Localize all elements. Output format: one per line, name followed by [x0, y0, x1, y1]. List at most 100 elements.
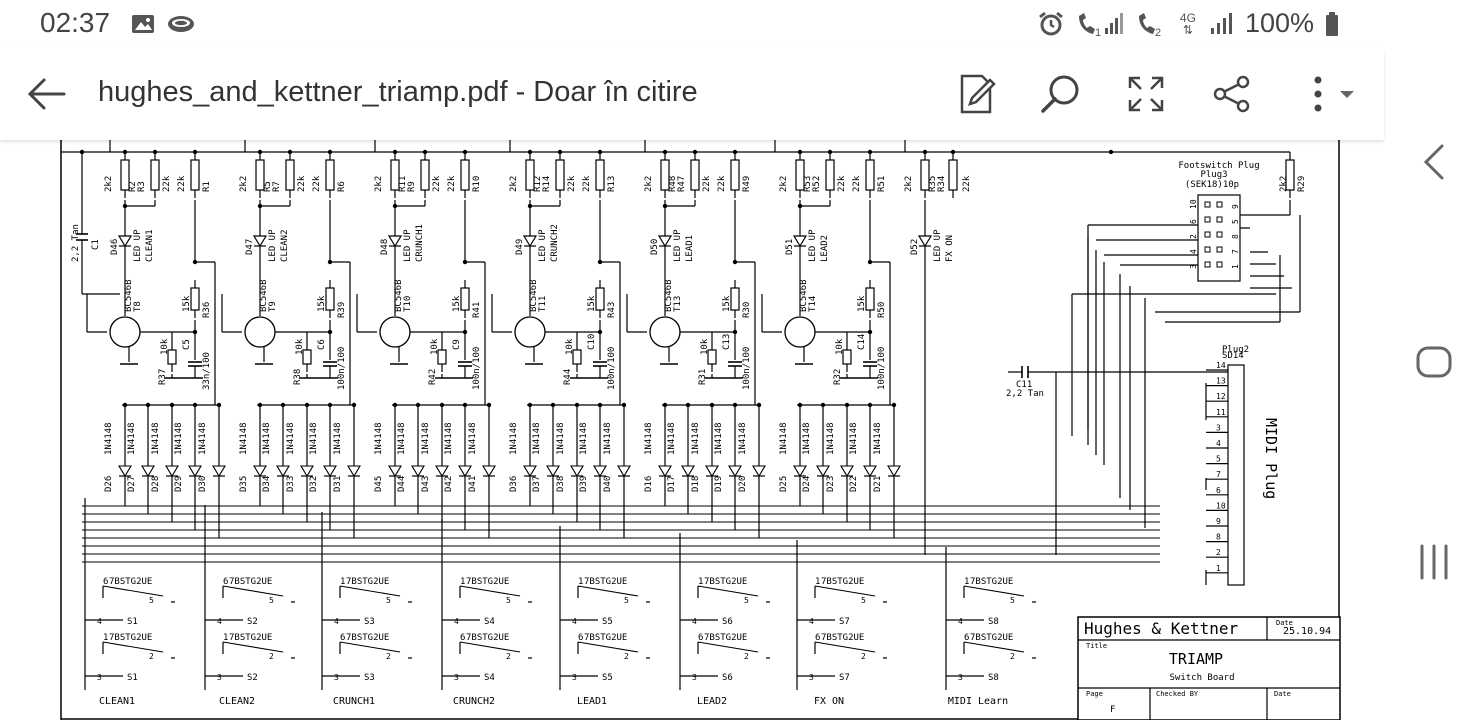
battery-percent: 100% — [1244, 8, 1314, 38]
junction-dot — [486, 402, 492, 408]
resistor-ref: R30 — [742, 302, 752, 318]
plug-ref: Plug3 — [1200, 170, 1227, 180]
resistor — [595, 159, 605, 191]
diode-ref: D36 — [509, 476, 519, 492]
switch-ref: S7 — [839, 673, 850, 683]
status-bar: 02:37 1 2 4G⇅ 100% — [0, 0, 1384, 48]
led-label: CLEAN2 — [280, 229, 290, 262]
resistor-value: 2k2 — [374, 176, 384, 192]
switch-ref: S4 — [484, 673, 495, 683]
resistor-value: 2k2 — [104, 176, 114, 192]
switch-pin-label: 5 — [1010, 596, 1015, 605]
signal-diode — [165, 465, 179, 478]
resistor — [325, 159, 335, 191]
midi-plug-label: MIDI Plug — [1262, 418, 1280, 499]
led-ref: D52 — [910, 239, 920, 255]
switch-ref: S3 — [364, 617, 375, 627]
junction-dot — [257, 203, 263, 209]
led-diode — [792, 235, 808, 248]
midi-pin-label: 3 — [1216, 423, 1221, 432]
signal-diode — [570, 465, 584, 478]
switch-pin-label: 1 — [103, 633, 108, 643]
search-icon[interactable] — [1038, 72, 1082, 116]
junction-dot — [756, 402, 762, 408]
junction-dot — [192, 259, 198, 265]
resistor-value: 2k2 — [239, 176, 249, 192]
switch-lever — [459, 641, 521, 653]
resistor-ref: R29 — [1297, 176, 1307, 192]
midi-pin-label: 6 — [1216, 486, 1221, 495]
diode-ref: D32 — [309, 476, 319, 492]
resistor-ref: R52 — [812, 176, 822, 192]
junction-dot — [692, 149, 698, 155]
back-arrow-icon[interactable] — [24, 74, 68, 114]
switch-ref: S6 — [722, 617, 733, 627]
switch-pin-label: 4 — [334, 617, 339, 626]
svg-text:1: 1 — [1095, 27, 1101, 38]
nav-home-icon[interactable] — [1412, 340, 1456, 384]
diode-type-label: 1N4148 — [802, 422, 812, 455]
switch-pin-label: 6 — [103, 577, 108, 587]
diode-type-label: 1N4148 — [374, 422, 384, 455]
nav-recents-icon[interactable] — [1412, 540, 1456, 584]
junction-dot — [557, 149, 563, 155]
resistor — [730, 159, 740, 191]
switch-part: 7BSTG2UE — [466, 577, 509, 587]
switch-ref: S8 — [988, 617, 999, 627]
resistor-value: 2k2 — [1279, 176, 1289, 192]
signal-diode — [863, 465, 877, 478]
title-block-page: F — [1110, 705, 1115, 715]
plug-pin — [1204, 261, 1211, 268]
resistor-value: 10k — [565, 338, 575, 355]
app-bar: hughes_and_kettner_triamp.pdf - Doar în … — [0, 48, 1384, 140]
resistor-value: 22k — [717, 175, 727, 192]
fullscreen-icon[interactable] — [1124, 72, 1168, 116]
diode-type-label: 1N4148 — [509, 422, 519, 455]
junction-dot — [122, 149, 128, 155]
diode-type-label: 1N4148 — [444, 422, 454, 455]
diode-type-label: 1N4148 — [556, 422, 566, 455]
resistor — [690, 159, 700, 191]
junction-dot — [280, 402, 286, 408]
svg-text:2: 2 — [1155, 27, 1161, 38]
signal-diode — [212, 465, 226, 478]
resistor — [865, 159, 875, 191]
plug-pin-label: 3 — [1189, 264, 1198, 269]
resistor-value: 10k — [295, 338, 305, 355]
diode-type-label: 1N4148 — [286, 422, 296, 455]
diode-ref: D41 — [468, 476, 478, 492]
switch-pin-label: 5 — [386, 596, 391, 605]
switch-pin-label: 2 — [624, 652, 629, 661]
switch-pin-label: 1 — [340, 577, 345, 587]
diode-type-label: 1N4148 — [262, 422, 272, 455]
switch-pin-label: 4 — [97, 617, 102, 626]
junction-dot — [422, 149, 428, 155]
resistor-ref: R34 — [937, 176, 947, 192]
resistor-value: 22k — [852, 175, 862, 192]
diode-ref: D34 — [262, 476, 272, 492]
signal-diode — [593, 465, 607, 478]
nav-back-icon[interactable] — [1412, 140, 1456, 184]
switch-pin-label: 5 — [624, 596, 629, 605]
switch-part: 7BSTG2UE — [821, 577, 864, 587]
switch-pin-label: 3 — [692, 673, 697, 682]
junction-dot — [732, 402, 738, 408]
transistor — [649, 316, 681, 348]
signal-diode — [816, 465, 830, 478]
resistor-ref: R37 — [158, 369, 168, 385]
signal-diode — [752, 465, 766, 478]
switch-part: 7BSTG2UE — [584, 577, 627, 587]
more-options-icon[interactable] — [1300, 72, 1360, 116]
edit-document-icon[interactable] — [954, 72, 998, 116]
switch-function-label: LEAD2 — [697, 696, 727, 707]
resistor-ref: R36 — [202, 302, 212, 318]
junction-dot — [192, 402, 198, 408]
junction-dot — [527, 402, 533, 408]
resistor-value: 10k — [430, 338, 440, 355]
midi-pin-label: 13 — [1216, 377, 1226, 386]
share-icon[interactable] — [1210, 72, 1254, 116]
diode-ref: D42 — [444, 476, 454, 492]
transistor — [244, 316, 276, 348]
resistor — [555, 159, 565, 191]
